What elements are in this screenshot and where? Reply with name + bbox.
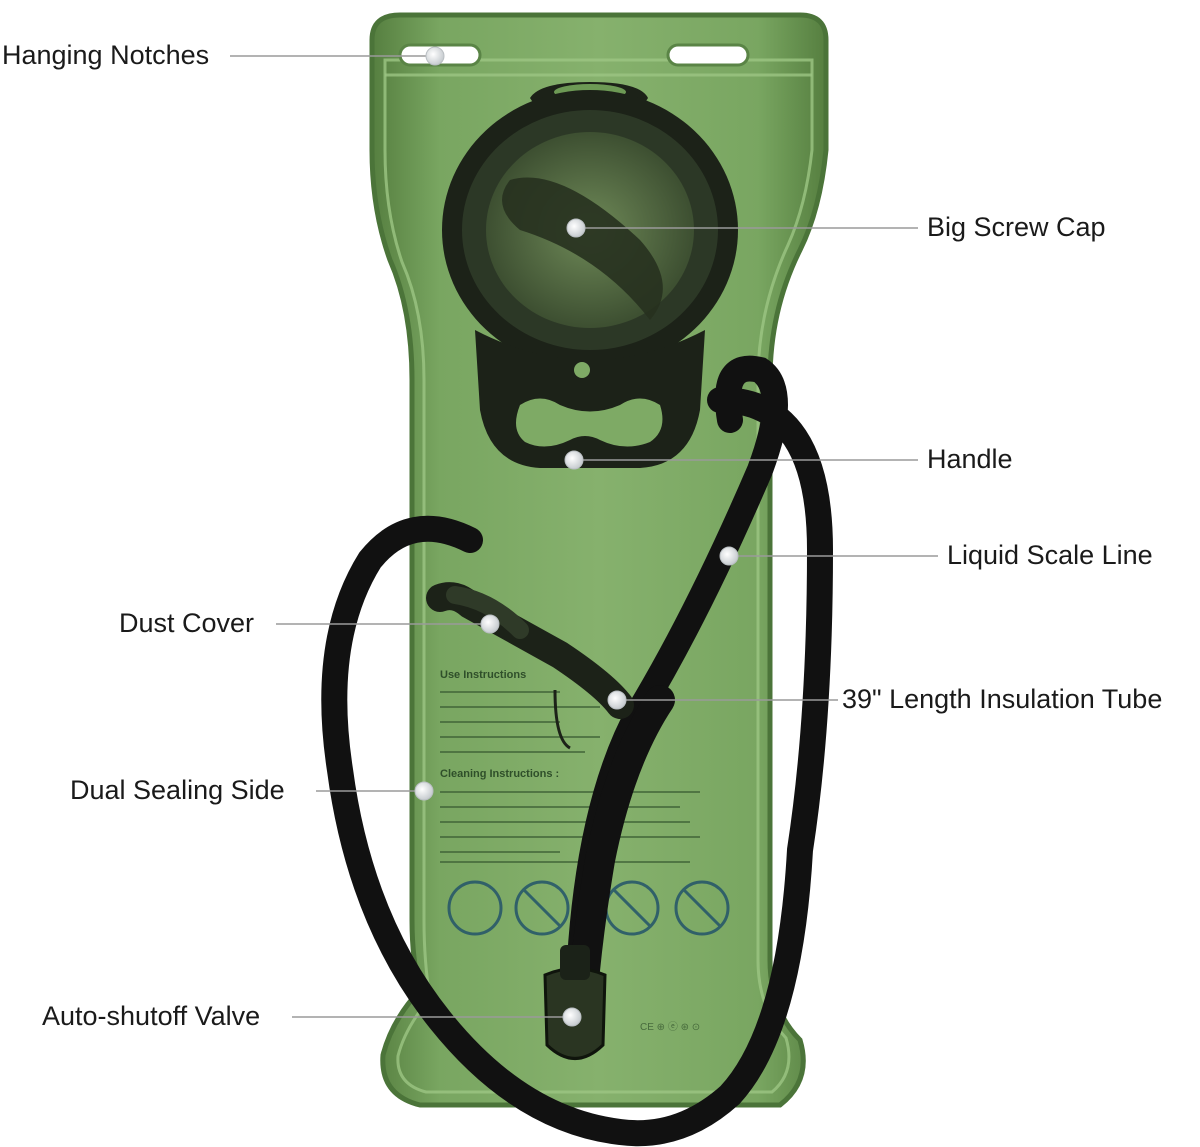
callout-dot-dual-sealing-side bbox=[414, 781, 434, 801]
no-freezer-pictogram bbox=[674, 880, 730, 936]
callout-dot-handle bbox=[564, 450, 584, 470]
callout-dot-hanging-notches bbox=[425, 46, 445, 66]
label-dual-sealing-side: Dual Sealing Side bbox=[70, 775, 285, 805]
big-screw-cap bbox=[442, 82, 738, 370]
dust-cover bbox=[426, 582, 634, 750]
callout-dot-insulation-tube bbox=[607, 690, 627, 710]
callout-dot-big-screw-cap bbox=[566, 218, 586, 238]
thermometer-pictogram bbox=[447, 880, 503, 936]
callout-dot-liquid-scale-line bbox=[719, 546, 739, 566]
callout-dot-auto-shutoff-valve bbox=[562, 1007, 582, 1027]
callout-dots bbox=[414, 46, 739, 1027]
instructions-print: Use Instructions Cleaning Instructions : bbox=[440, 669, 730, 1033]
label-liquid-scale-line: Liquid Scale Line bbox=[947, 540, 1153, 570]
handle bbox=[475, 330, 705, 468]
leader-lines bbox=[230, 55, 938, 1018]
label-hanging-notches: Hanging Notches bbox=[2, 40, 210, 70]
instructions-heading: Use Instructions bbox=[440, 669, 526, 681]
label-dust-cover: Dust Cover bbox=[119, 608, 255, 638]
cleaning-heading: Cleaning Instructions : bbox=[440, 768, 559, 780]
svg-text:CE ⊕ ⓔ ⊛ ⊙: CE ⊕ ⓔ ⊛ ⊙ bbox=[640, 1021, 700, 1033]
callout-dot-dust-cover bbox=[480, 614, 500, 634]
hanging-notch-right bbox=[666, 43, 750, 67]
label-auto-shutoff-valve: Auto-shutoff Valve bbox=[42, 1001, 261, 1031]
label-big-screw-cap: Big Screw Cap bbox=[927, 212, 1106, 242]
label-insulation-tube: 39" Length Insulation Tube bbox=[842, 684, 1163, 714]
label-handle: Handle bbox=[927, 444, 1013, 474]
no-brush-pictogram bbox=[514, 880, 570, 936]
